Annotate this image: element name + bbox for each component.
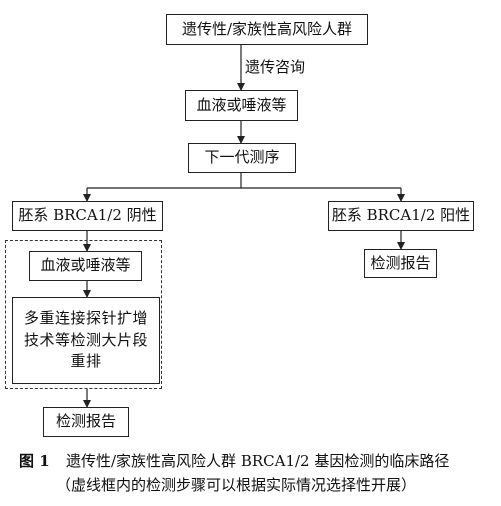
node-blood-saliva-sample-2: 血液或唾液等 (29, 251, 142, 281)
node-high-risk-population: 遗传性/家族性高风险人群 (166, 14, 368, 45)
node-next-generation-sequencing: 下一代测序 (188, 143, 296, 173)
node-report-positive: 检测报告 (364, 249, 437, 278)
figure-note: （虚线框内的检测步骤可以根据实际情况选择性开展） (56, 476, 417, 494)
label-genetic-counseling: 遗传咨询 (245, 58, 306, 76)
node-report-negative: 检测报告 (43, 407, 129, 437)
optional-steps-dashed-frame (5, 240, 162, 389)
node-blood-saliva-sample: 血液或唾液等 (185, 90, 298, 121)
figure-number: 图 1 (19, 452, 50, 470)
node-germline-positive: 胚系 BRCA1/2 阳性 (328, 201, 474, 231)
node-germline-negative: 胚系 BRCA1/2 阴性 (12, 201, 163, 231)
figure-title: 遗传性/家族性高风险人群 BRCA1/2 基因检测的临床路径 (66, 452, 450, 470)
node-mlpa-large-rearrangement: 多重连接探针扩增技术等检测大片段重排 (12, 297, 160, 384)
